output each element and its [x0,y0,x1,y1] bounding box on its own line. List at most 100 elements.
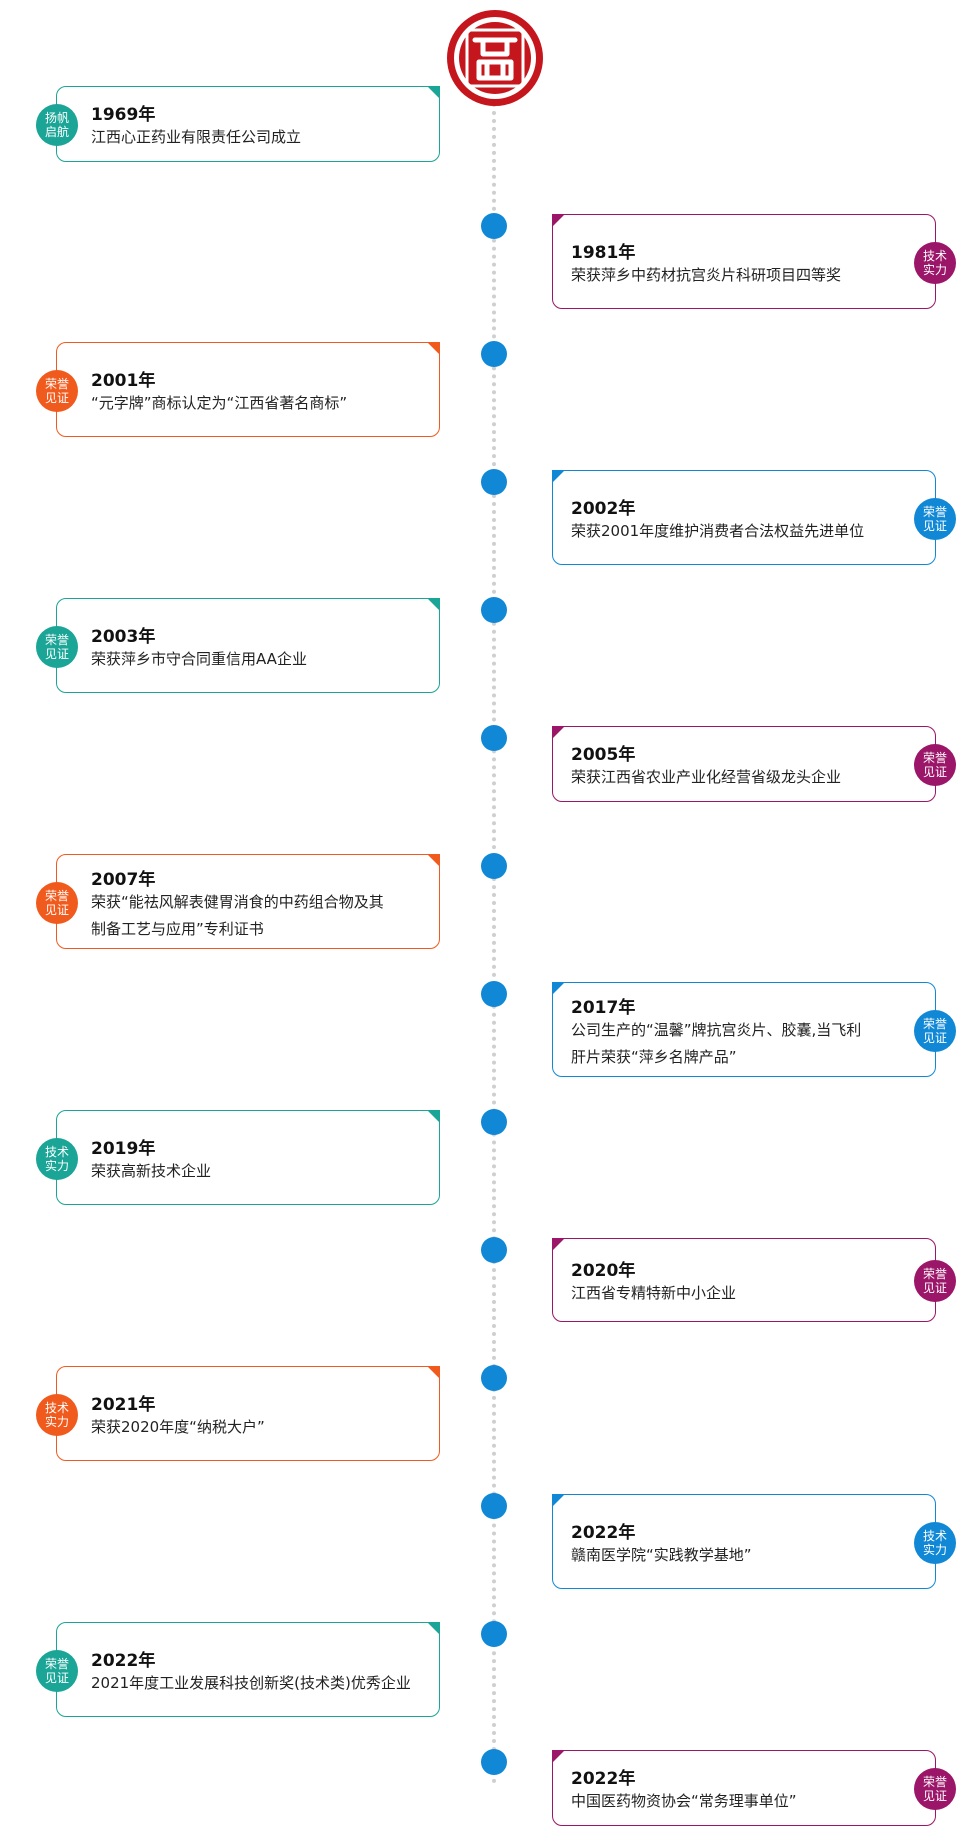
card-corner-flag [427,598,440,611]
timeline-card: 扬帆启航 1969年江西心正药业有限责任公司成立 [36,86,440,162]
event-year: 2007年 [91,870,156,890]
timeline-card: 技术实力 2021年荣获2020年度“纳税大户” [36,1366,440,1461]
badge-text: 技术 [922,248,947,263]
event-description: 江西心正药业有限责任公司成立 [91,128,302,146]
category-badge: 技术实力 [36,1137,78,1180]
category-badge: 技术实力 [914,1521,956,1564]
event-description: “元字牌”商标认定为“江西省著名商标” [91,393,348,412]
timeline-card: 荣誉见证 2002年荣获2001年度维护消费者合法权益先进单位 [552,470,956,565]
event-description: 荣获2020年度“纳税大户” [91,1417,265,1436]
card-corner-flag [552,726,565,739]
category-badge: 荣誉见证 [36,625,78,668]
category-badge: 扬帆启航 [36,104,78,146]
event-year: 2002年 [571,498,636,519]
category-badge: 荣誉见证 [914,1260,956,1302]
badge-text: 见证 [44,390,69,405]
badge-text: 实力 [44,1158,69,1173]
timeline-card: 荣誉见证 2022年 2021年度工业发展科技创新奖(技术类)优秀企业 [36,1622,440,1717]
event-description: 荣获2001年度维护消费者合法权益先进单位 [571,521,865,540]
category-badge: 荣誉见证 [914,1768,956,1810]
badge-text: 扬帆 [44,111,69,125]
badge-text: 技术 [922,1528,947,1543]
event-year: 2005年 [571,745,636,765]
badge-text: 荣誉 [44,632,69,647]
card-corner-flag [427,1110,440,1123]
badge-text: 荣誉 [922,1775,947,1789]
event-year: 2003年 [91,626,156,647]
event-year: 2017年 [571,998,636,1018]
timeline-card: 荣誉见证 2003年荣获萍乡市守合同重信用AA企业 [36,598,440,693]
event-description: 肝片荣获“萍乡名牌产品” [571,1048,737,1066]
card-corner-flag [552,470,565,483]
timeline-node [481,213,507,239]
badge-text: 见证 [922,518,947,533]
badge-text: 荣誉 [44,888,69,903]
badge-text: 见证 [922,1281,947,1295]
event-year: 1981年 [571,242,636,263]
category-badge: 荣誉见证 [914,744,956,786]
event-description: 荣获“能祛风解表健胃消食的中药组合物及其 [91,893,384,911]
category-badge: 荣誉见证 [36,1649,78,1692]
timeline-node [481,341,507,367]
timeline-node [481,469,507,495]
event-description: 荣获高新技术企业 [91,1161,212,1180]
badge-text: 荣誉 [44,376,69,391]
card-corner-flag [427,1366,440,1379]
badge-text: 荣誉 [922,1016,947,1031]
category-badge: 荣誉见证 [914,1009,956,1052]
event-description: 赣南医学院“实践教学基地” [571,1545,752,1564]
category-badge: 技术实力 [914,241,956,284]
badge-text: 荣誉 [44,1656,69,1671]
event-year: 2019年 [91,1138,156,1159]
badge-text: 见证 [922,1030,947,1045]
event-year: 1969年 [91,105,156,125]
timeline-node [481,981,507,1007]
badge-text: 见证 [44,646,69,661]
timeline-node [481,1237,507,1263]
event-year: 2022年 [571,1522,636,1543]
timeline-node [481,1109,507,1135]
event-description: 荣获萍乡市守合同重信用AA企业 [91,649,307,668]
badge-text: 荣誉 [922,504,947,519]
category-badge: 技术实力 [36,1393,78,1436]
card-corner-flag [552,982,565,995]
badge-text: 见证 [922,765,947,779]
card-corner-flag [427,1622,440,1635]
timeline-node [481,1749,507,1775]
timeline-node [481,1493,507,1519]
category-badge: 荣誉见证 [36,369,78,412]
badge-text: 荣誉 [922,751,947,765]
event-description: 制备工艺与应用”专利证书 [91,920,264,938]
badge-text: 见证 [44,902,69,917]
event-description: 2021年度工业发展科技创新奖(技术类)优秀企业 [91,1673,411,1692]
event-year: 2022年 [91,1650,156,1671]
card-corner-flag [552,214,565,227]
event-description: 中国医药物资协会“常务理事单位” [571,1792,797,1810]
card-corner-flag [427,86,440,99]
event-description: 江西省专精特新中小企业 [571,1284,737,1302]
timeline-card: 技术实力 2022年赣南医学院“实践教学基地” [552,1494,956,1589]
timeline-axis [492,95,496,1785]
event-description: 荣获江西省农业产业化经营省级龙头企业 [571,768,842,786]
badge-text: 荣誉 [922,1267,947,1281]
event-year: 2022年 [571,1769,636,1789]
card-corner-flag [552,1750,565,1763]
badge-text: 技术 [44,1400,69,1415]
timeline-node [481,1365,507,1391]
badge-text: 见证 [922,1789,947,1803]
badge-text: 技术 [44,1144,69,1159]
timeline-card: 荣誉见证 2001年 “元字牌”商标认定为“江西省著名商标” [36,342,440,437]
event-year: 2001年 [91,370,156,391]
category-badge: 荣誉见证 [914,497,956,540]
event-year: 2021年 [91,1394,156,1415]
card-corner-flag [427,854,440,867]
badge-text: 实力 [922,262,947,277]
badge-text: 实力 [922,1542,947,1557]
timeline-node [481,1621,507,1647]
card-corner-flag [552,1494,565,1507]
timeline-card: 技术实力 2019年荣获高新技术企业 [36,1110,440,1205]
